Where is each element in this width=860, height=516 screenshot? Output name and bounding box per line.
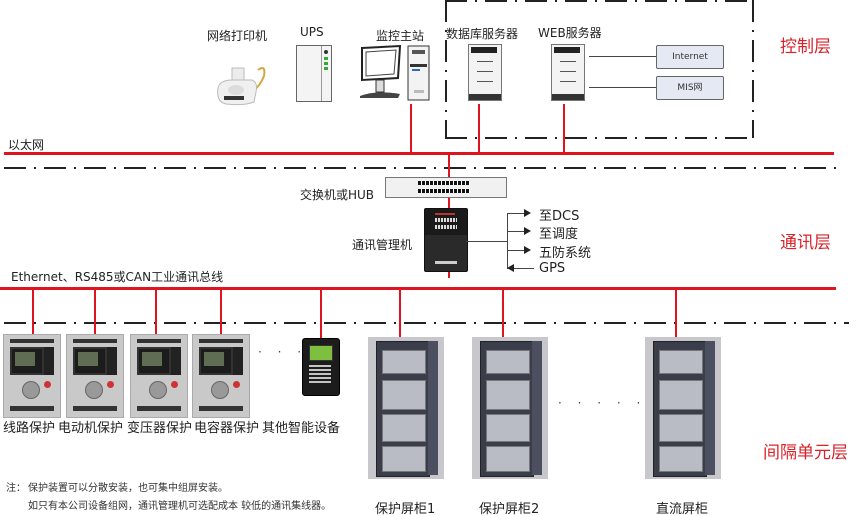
link-web-internet <box>589 56 657 57</box>
control-zone-border-left <box>445 0 447 138</box>
protection-cabinet-1-icon <box>368 337 444 479</box>
printer-label: 网络打印机 <box>207 29 268 43</box>
drop-relay-3 <box>155 289 157 334</box>
protection-cabinet-2-icon <box>472 337 548 479</box>
drop-cabinet-dc <box>675 289 677 337</box>
drop-relay-2 <box>94 289 96 334</box>
input-line-gps <box>514 268 534 269</box>
cabinet-ellipsis: · · · · · · <box>558 396 666 410</box>
comm-manager-icon <box>424 208 468 272</box>
drop-other-device <box>320 289 322 339</box>
arrow-right-icon <box>524 209 531 217</box>
drop-monitor-station <box>410 104 412 154</box>
output-line-five-defense <box>507 250 527 251</box>
workstation-icon <box>356 44 431 102</box>
motor-protection-relay-icon <box>66 334 124 418</box>
output-bracket <box>507 213 508 269</box>
other-smart-device-icon <box>302 338 340 396</box>
internet-box: Internet <box>656 45 724 69</box>
ups-label: UPS <box>300 25 324 39</box>
dc-cabinet-label: 直流屏柜 <box>656 502 709 516</box>
ethernet-bus <box>4 152 834 155</box>
mis-network-box: MIS网 <box>656 76 724 100</box>
drop-web-server <box>563 104 565 154</box>
cabinet-2-label: 保护屏柜2 <box>479 502 540 516</box>
transformer-protection-relay-icon <box>130 334 188 418</box>
layer-label-control: 控制层 <box>780 37 831 57</box>
drop-db-server <box>478 104 480 154</box>
other-device-label: 其他智能设备 <box>262 421 341 436</box>
line-protection-relay-icon <box>3 334 61 418</box>
input-gps-label: GPS <box>539 261 566 276</box>
drop-relay-1 <box>32 289 34 334</box>
layer-label-communication: 通讯层 <box>780 233 831 253</box>
layer-separator-control-comm <box>4 167 844 169</box>
note-prefix: 注： <box>6 483 26 494</box>
output-five-defense-label: 五防系统 <box>539 246 592 261</box>
web-server-label: WEB服务器 <box>538 26 602 40</box>
arrow-left-icon <box>507 264 514 272</box>
control-zone-border-bottom <box>445 137 754 139</box>
arrow-right-icon <box>524 227 531 235</box>
db-server-label: 数据库服务器 <box>446 27 519 41</box>
note-line-2: 如只有本公司设备组网，通讯管理机可选配成本 较低的通讯集线器。 <box>28 501 332 512</box>
ethernet-bus-label: 以太网 <box>8 138 45 152</box>
printer-icon <box>214 62 274 108</box>
drop-cabinet-1 <box>399 289 401 337</box>
capacitor-protection-relay-icon <box>192 334 250 418</box>
output-line-dcs <box>507 213 527 214</box>
note-line-1: 保护装置可以分散安装，也可集中组屏安装。 <box>28 483 228 494</box>
control-zone-border-top <box>445 0 755 2</box>
layer-label-bay: 间隔单元层 <box>763 443 848 463</box>
monitor-station-label: 监控主站 <box>376 29 425 43</box>
output-dispatch-label: 至调度 <box>539 227 579 242</box>
layer-separator-comm-bay <box>4 322 849 324</box>
control-zone-border-right <box>752 0 754 138</box>
output-line-dispatch <box>507 231 527 232</box>
drop-relay-4 <box>220 289 222 334</box>
ups-icon <box>296 45 332 102</box>
fieldbus-line <box>0 287 836 290</box>
switch-label: 交换机或HUB <box>300 188 375 202</box>
dc-cabinet-icon <box>645 337 721 479</box>
comm-manager-label: 通讯管理机 <box>352 238 413 252</box>
relay-label-transformer: 变压器保护 <box>127 421 193 436</box>
link-web-mis <box>589 87 657 88</box>
relay-label-capacitor: 电容器保护 <box>194 421 260 436</box>
cabinet-1-label: 保护屏柜1 <box>375 502 436 516</box>
manager-output-link <box>466 241 508 242</box>
relay-label-line: 线路保护 <box>3 421 56 436</box>
arrow-right-icon <box>524 246 531 254</box>
drop-cabinet-2 <box>502 289 504 337</box>
output-dcs-label: 至DCS <box>539 209 580 224</box>
web-server-icon <box>551 44 585 101</box>
switch-icon <box>385 177 507 198</box>
relay-label-motor: 电动机保护 <box>58 421 124 436</box>
fieldbus-label: Ethernet、RS485或CAN工业通讯总线 <box>11 270 224 284</box>
relay-ellipsis: · · · <box>258 345 308 359</box>
db-server-icon <box>468 44 502 101</box>
